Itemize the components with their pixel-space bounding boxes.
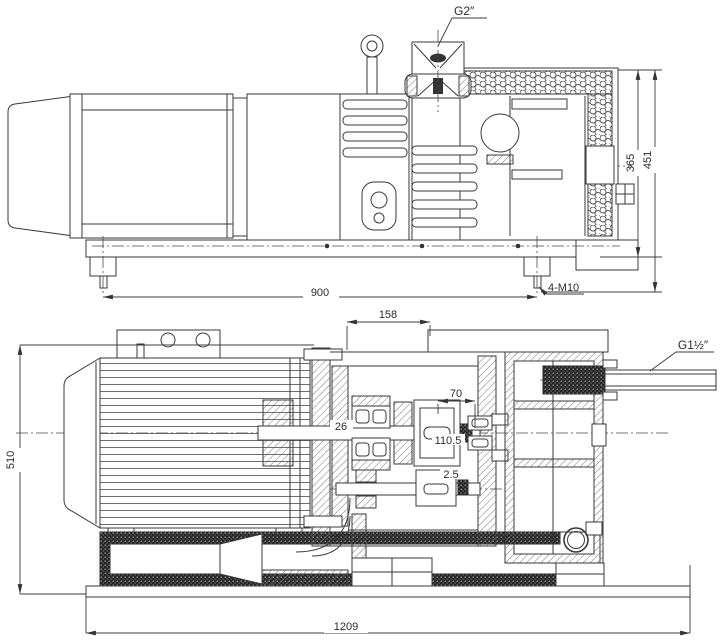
dim-flange-span: 158 xyxy=(346,309,431,350)
dim-2-5-label: 2.5 xyxy=(443,469,458,481)
dim-510-label: 510 xyxy=(5,451,17,469)
dim-foot-spacing: 900 xyxy=(103,287,537,300)
valve-seat xyxy=(480,113,520,153)
mesh-packing-top xyxy=(463,70,613,95)
dim-rotor-length: 70 xyxy=(437,388,476,428)
dim-26-label: 26 xyxy=(335,421,347,433)
dim-overall-length: 1209 xyxy=(85,565,691,636)
oil-sight-glass xyxy=(563,527,589,553)
dim-overall-height: 510 xyxy=(5,344,314,595)
inlet-valve xyxy=(404,30,472,112)
base-plate-plan xyxy=(85,236,639,296)
top-view: G2″ 900 4-M10 xyxy=(7,4,662,300)
base-slab xyxy=(85,557,691,598)
exhaust-filter xyxy=(542,365,606,395)
exhaust-leader xyxy=(649,351,714,372)
dim-110-label: 110.5 xyxy=(435,435,462,447)
dim-1209-label: 1209 xyxy=(334,621,358,633)
mounting-holes-label: 4-M10 xyxy=(548,282,579,294)
eyebolt-icon xyxy=(360,34,384,95)
pump-body-plan xyxy=(232,67,635,241)
dim-70-label: 70 xyxy=(450,388,462,400)
dim-451-label: 451 xyxy=(642,151,654,169)
exhaust-port-label: G1½″ xyxy=(678,338,709,352)
rotor-assembly xyxy=(257,395,509,509)
oil-tank xyxy=(504,351,607,564)
inlet-port-label: G2″ xyxy=(454,4,475,18)
dim-heights: 365 451 xyxy=(541,69,662,293)
dim-158-label: 158 xyxy=(379,309,397,321)
motor-side xyxy=(63,329,311,545)
exhaust-pipe xyxy=(602,359,717,401)
dim-900-label: 900 xyxy=(311,287,329,299)
dim-365-label: 365 xyxy=(625,154,637,172)
side-section-view: G1½″ 158 70 26 110.5 xyxy=(5,309,717,636)
inlet-leader xyxy=(437,17,487,47)
cooling-fins xyxy=(342,99,478,228)
top-cover xyxy=(427,329,609,353)
mounting-hole-callout: 4-M10 xyxy=(538,282,584,296)
motor-plan xyxy=(7,93,234,239)
